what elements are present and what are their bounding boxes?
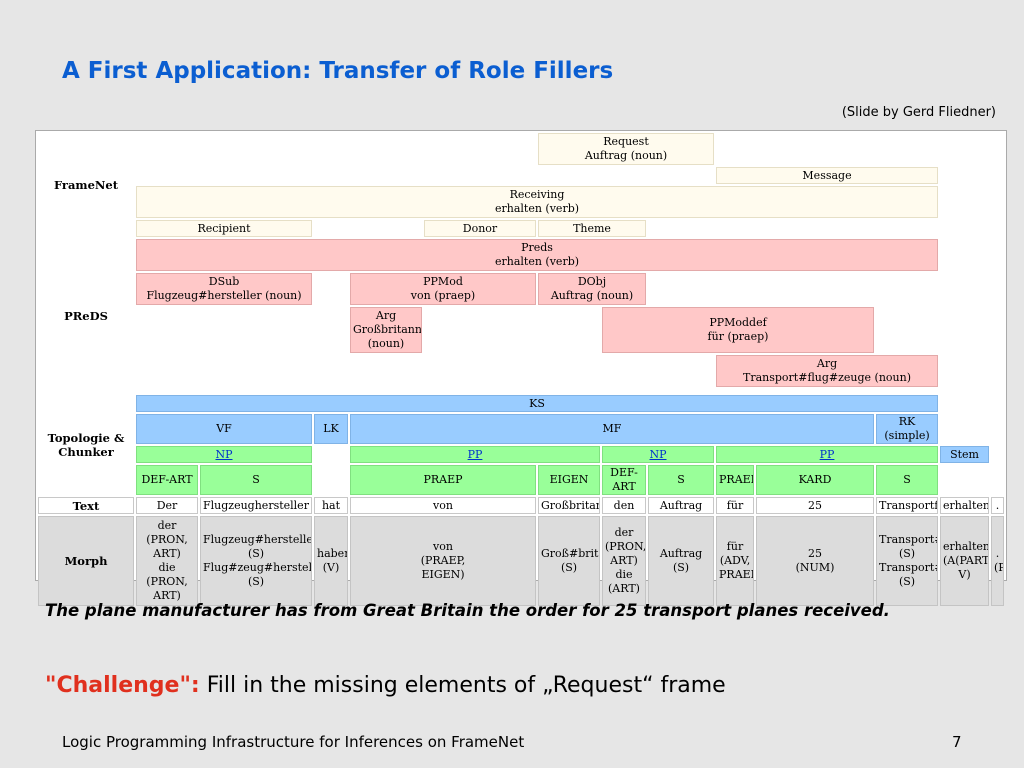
challenge-text: Fill in the missing elements of „Request… bbox=[199, 673, 726, 698]
row-label-text: Text bbox=[38, 497, 134, 514]
row-label-topologie: Topologie &Chunker bbox=[38, 395, 134, 495]
pos-tag: S bbox=[648, 465, 715, 495]
slide-credit: (Slide by Gerd Fliedner) bbox=[841, 105, 996, 120]
text-token: 25 bbox=[756, 497, 875, 514]
topology-ks: KS bbox=[136, 395, 939, 412]
topology-vf: VF bbox=[136, 414, 312, 444]
morph-cell: der(PRON,ART)die(ART) bbox=[602, 516, 646, 606]
text-token: Auftrag bbox=[648, 497, 715, 514]
morph-cell: Transport#flug#zeuge(S)Transport#flugzeu… bbox=[876, 516, 939, 606]
chunk-pp-1[interactable]: PP bbox=[350, 446, 600, 463]
chunk-pp-2[interactable]: PP bbox=[716, 446, 939, 463]
row-label-preds: PReDS bbox=[38, 239, 134, 393]
row-label-framenet: FrameNet bbox=[38, 133, 134, 237]
pos-tag: PRAEP bbox=[350, 465, 536, 495]
challenge-line: "Challenge": Fill in the missing element… bbox=[45, 673, 726, 698]
text-token: . bbox=[991, 497, 1004, 514]
pos-tag: DEF-ART bbox=[136, 465, 198, 495]
text-token: den bbox=[602, 497, 646, 514]
chunk-np-2[interactable]: NP bbox=[602, 446, 715, 463]
text-token: Transportflugzeuge bbox=[876, 497, 939, 514]
pos-tag: EIGEN bbox=[538, 465, 600, 495]
text-token: für bbox=[716, 497, 755, 514]
page-number: 7 bbox=[952, 733, 962, 751]
morph-cell: erhalten(A(PART),V) bbox=[940, 516, 990, 606]
morph-cell: für(ADV,PRAEP) bbox=[716, 516, 755, 606]
pos-tag: PRAEP bbox=[716, 465, 755, 495]
chunk-stem: Stem bbox=[940, 446, 990, 463]
topology-lk: LK bbox=[314, 414, 348, 444]
role-donor: Donor bbox=[424, 220, 536, 237]
text-token: Großbritannien bbox=[538, 497, 600, 514]
pos-tag: DEF-ART bbox=[602, 465, 646, 495]
role-theme: Theme bbox=[538, 220, 646, 237]
slide-title: A First Application: Transfer of Role Fi… bbox=[62, 58, 614, 84]
role-recipient: Recipient bbox=[136, 220, 312, 237]
pos-tag: KARD bbox=[756, 465, 875, 495]
text-token: Der bbox=[136, 497, 198, 514]
morph-cell: von(PRAEP,EIGEN) bbox=[350, 516, 536, 606]
text-token: Flugzeughersteller bbox=[200, 497, 312, 514]
morph-cell: Groß#britannien(S) bbox=[538, 516, 600, 606]
preds-arg-grossbritannien: ArgGroßbritannien(noun) bbox=[350, 307, 422, 353]
chunk-np-1[interactable]: NP bbox=[136, 446, 312, 463]
challenge-label: "Challenge": bbox=[45, 673, 200, 698]
topology-mf: MF bbox=[350, 414, 875, 444]
footer-text: Logic Programming Infrastructure for Inf… bbox=[62, 733, 525, 751]
morph-cell: Auftrag(S) bbox=[648, 516, 715, 606]
row-label-morph: Morph bbox=[38, 516, 134, 606]
topology-rk: RK (simple) bbox=[876, 414, 939, 444]
morph-cell: Flugzeug#hersteller(S)Flug#zeug#herstell… bbox=[200, 516, 312, 606]
pos-tag: S bbox=[876, 465, 939, 495]
frame-message: Message bbox=[716, 167, 939, 184]
text-token: erhalten bbox=[940, 497, 990, 514]
pos-tag: S bbox=[200, 465, 312, 495]
morph-cell: 25(NUM) bbox=[756, 516, 875, 606]
morph-cell: der(PRON,ART)die(PRON,ART) bbox=[136, 516, 198, 606]
morph-cell: haben(V) bbox=[314, 516, 348, 606]
morph-cell: .(PUNCT) bbox=[991, 516, 1004, 606]
example-sentence: The plane manufacturer has from Great Br… bbox=[45, 601, 890, 620]
text-token: von bbox=[350, 497, 536, 514]
text-token: hat bbox=[314, 497, 348, 514]
